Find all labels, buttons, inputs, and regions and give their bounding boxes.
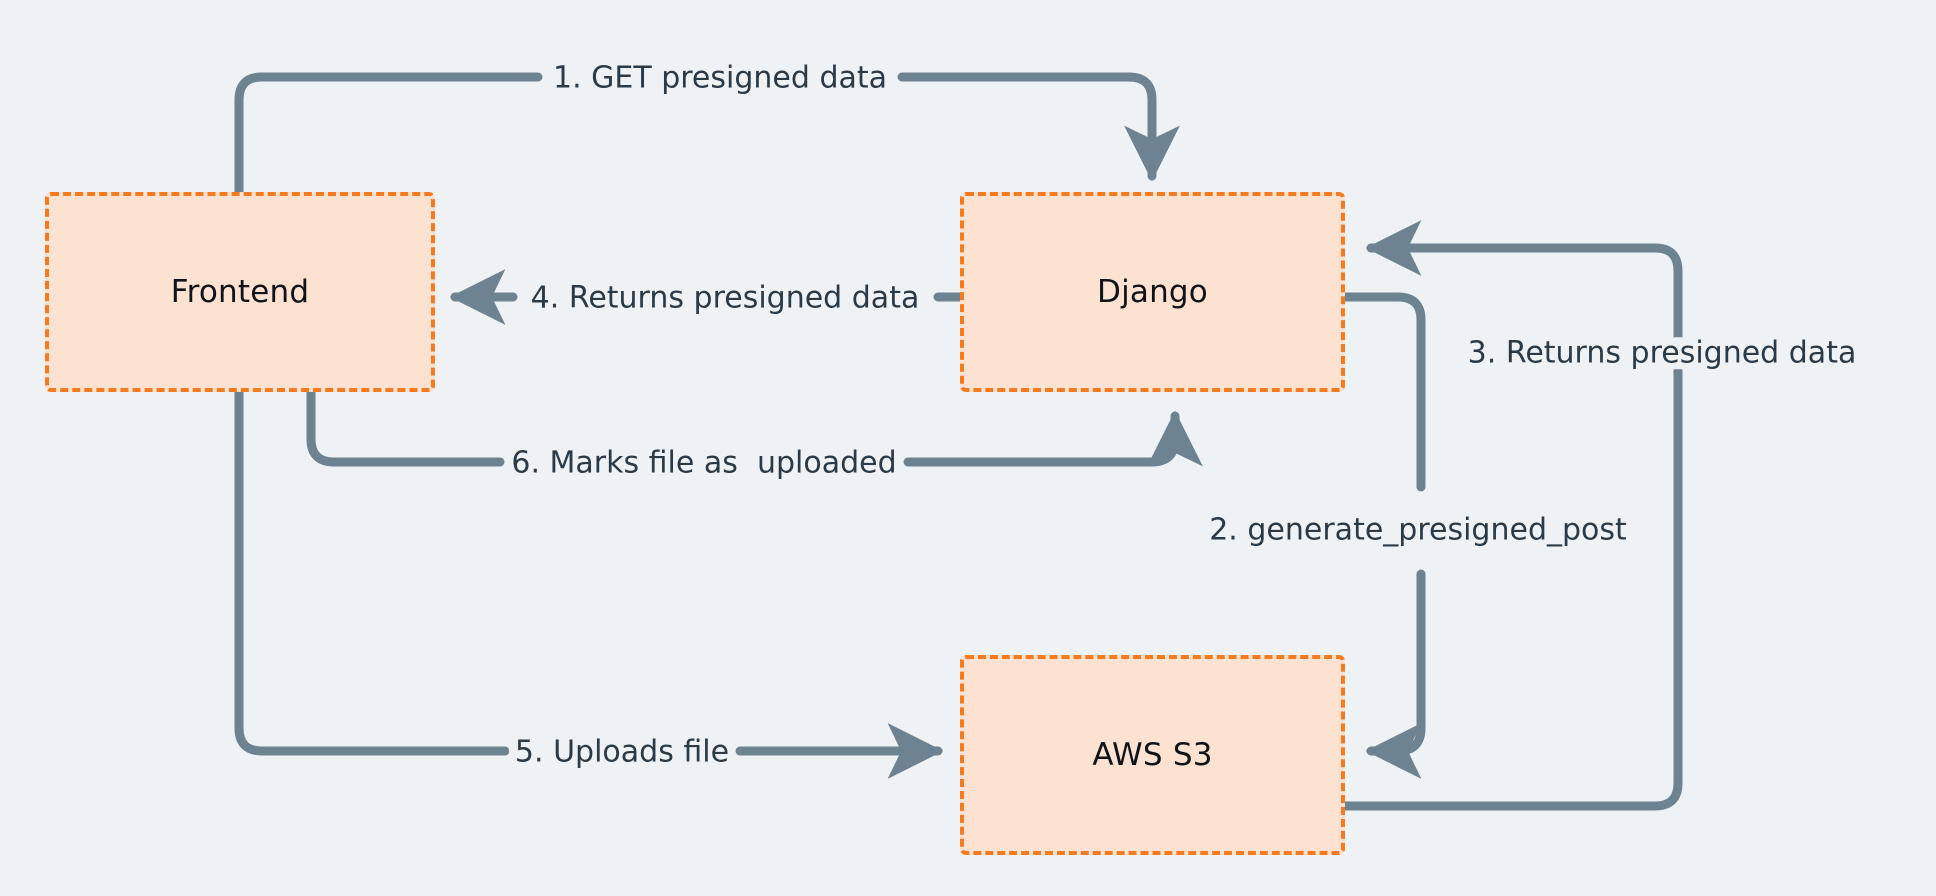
edge-label-2: 2. generate_presigned_post — [1203, 514, 1633, 546]
node-frontend-label: Frontend — [170, 274, 310, 310]
edge-5-path-left — [234, 387, 510, 756]
edge-6-path-left — [306, 387, 505, 467]
node-aws-s3-label: AWS S3 — [1092, 737, 1213, 773]
edge-label-6: 6. Marks file as uploaded — [505, 447, 903, 479]
node-frontend[interactable]: Frontend — [45, 192, 435, 392]
node-aws-s3[interactable]: AWS S3 — [960, 655, 1345, 855]
edge-label-1: 1. GET presigned data — [546, 62, 894, 94]
edge-2-path-top — [1340, 292, 1426, 492]
node-django-label: Django — [1097, 274, 1208, 310]
edge-1-path-right — [897, 72, 1180, 182]
edge-2-path-bottom — [1365, 569, 1426, 779]
edge-6-path-right — [903, 410, 1203, 467]
edge-label-3: 3. Returns presigned data — [1461, 337, 1863, 369]
edge-label-5: 5. Uploads file — [508, 736, 736, 768]
edge-label-4: 4. Returns presigned data — [524, 282, 926, 314]
edge-3-path — [1340, 220, 1683, 811]
edge-1-path-left — [234, 72, 543, 197]
node-django[interactable]: Django — [960, 192, 1345, 392]
